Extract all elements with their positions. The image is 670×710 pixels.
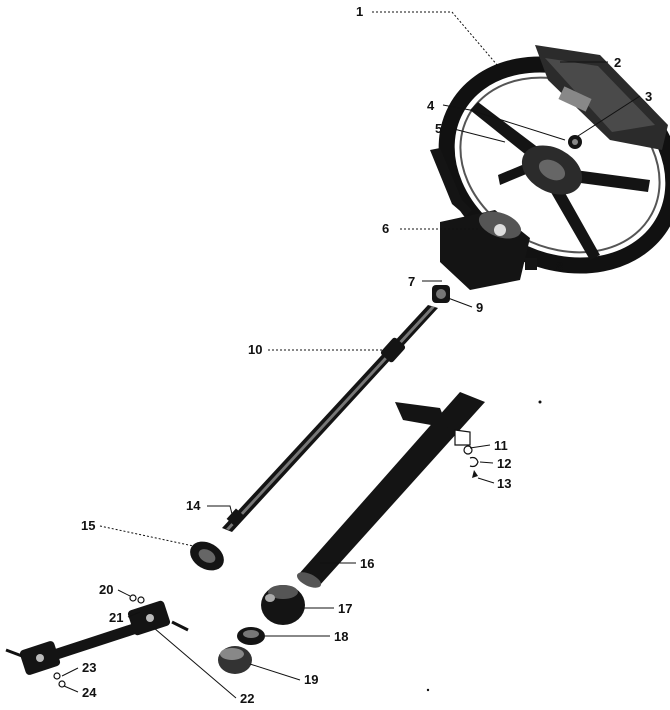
callout-16: 16 (360, 556, 374, 571)
small-hardware (53, 594, 145, 688)
callout-1: 1 (356, 4, 363, 19)
steering-shaft (222, 305, 438, 532)
lower-bushing (218, 646, 252, 674)
callout-3: 3 (645, 89, 652, 104)
callout-22: 22 (240, 691, 254, 706)
callout-17: 17 (338, 601, 352, 616)
leader-lines (61, 11, 641, 699)
intermediate-shaft (5, 600, 189, 675)
callout-13: 13 (497, 476, 511, 491)
column-tube (296, 392, 485, 588)
horn-pad (535, 45, 668, 150)
callout-9: 9 (476, 300, 483, 315)
clamp-hardware (463, 445, 479, 478)
callout-11: 11 (494, 438, 508, 453)
callout-21: 21 (109, 610, 123, 625)
callout-20: 20 (99, 582, 113, 597)
column-boot (261, 585, 305, 625)
callout-18: 18 (334, 629, 348, 644)
callout-15: 15 (81, 518, 95, 533)
column-switch-assembly (430, 148, 537, 290)
lower-seal (190, 541, 224, 571)
callout-19: 19 (304, 672, 318, 687)
callout-10: 10 (248, 342, 262, 357)
scan-specks (426, 400, 542, 692)
callout-6: 6 (382, 221, 389, 236)
callout-14: 14 (186, 498, 201, 513)
callout-12: 12 (497, 456, 511, 471)
hub-nut (568, 135, 582, 149)
callout-23: 23 (82, 660, 96, 675)
callout-2: 2 (614, 55, 621, 70)
callout-5: 5 (435, 121, 442, 136)
callout-labels: 1 2 3 4 5 6 7 8 9 10 11 12 13 14 15 16 1… (81, 4, 652, 706)
callout-4: 4 (427, 98, 435, 113)
upper-bearing (432, 285, 450, 303)
callout-24: 24 (82, 685, 97, 700)
bushing-ring (237, 627, 265, 645)
callout-8: 8 (556, 259, 563, 274)
callout-7: 7 (408, 274, 415, 289)
